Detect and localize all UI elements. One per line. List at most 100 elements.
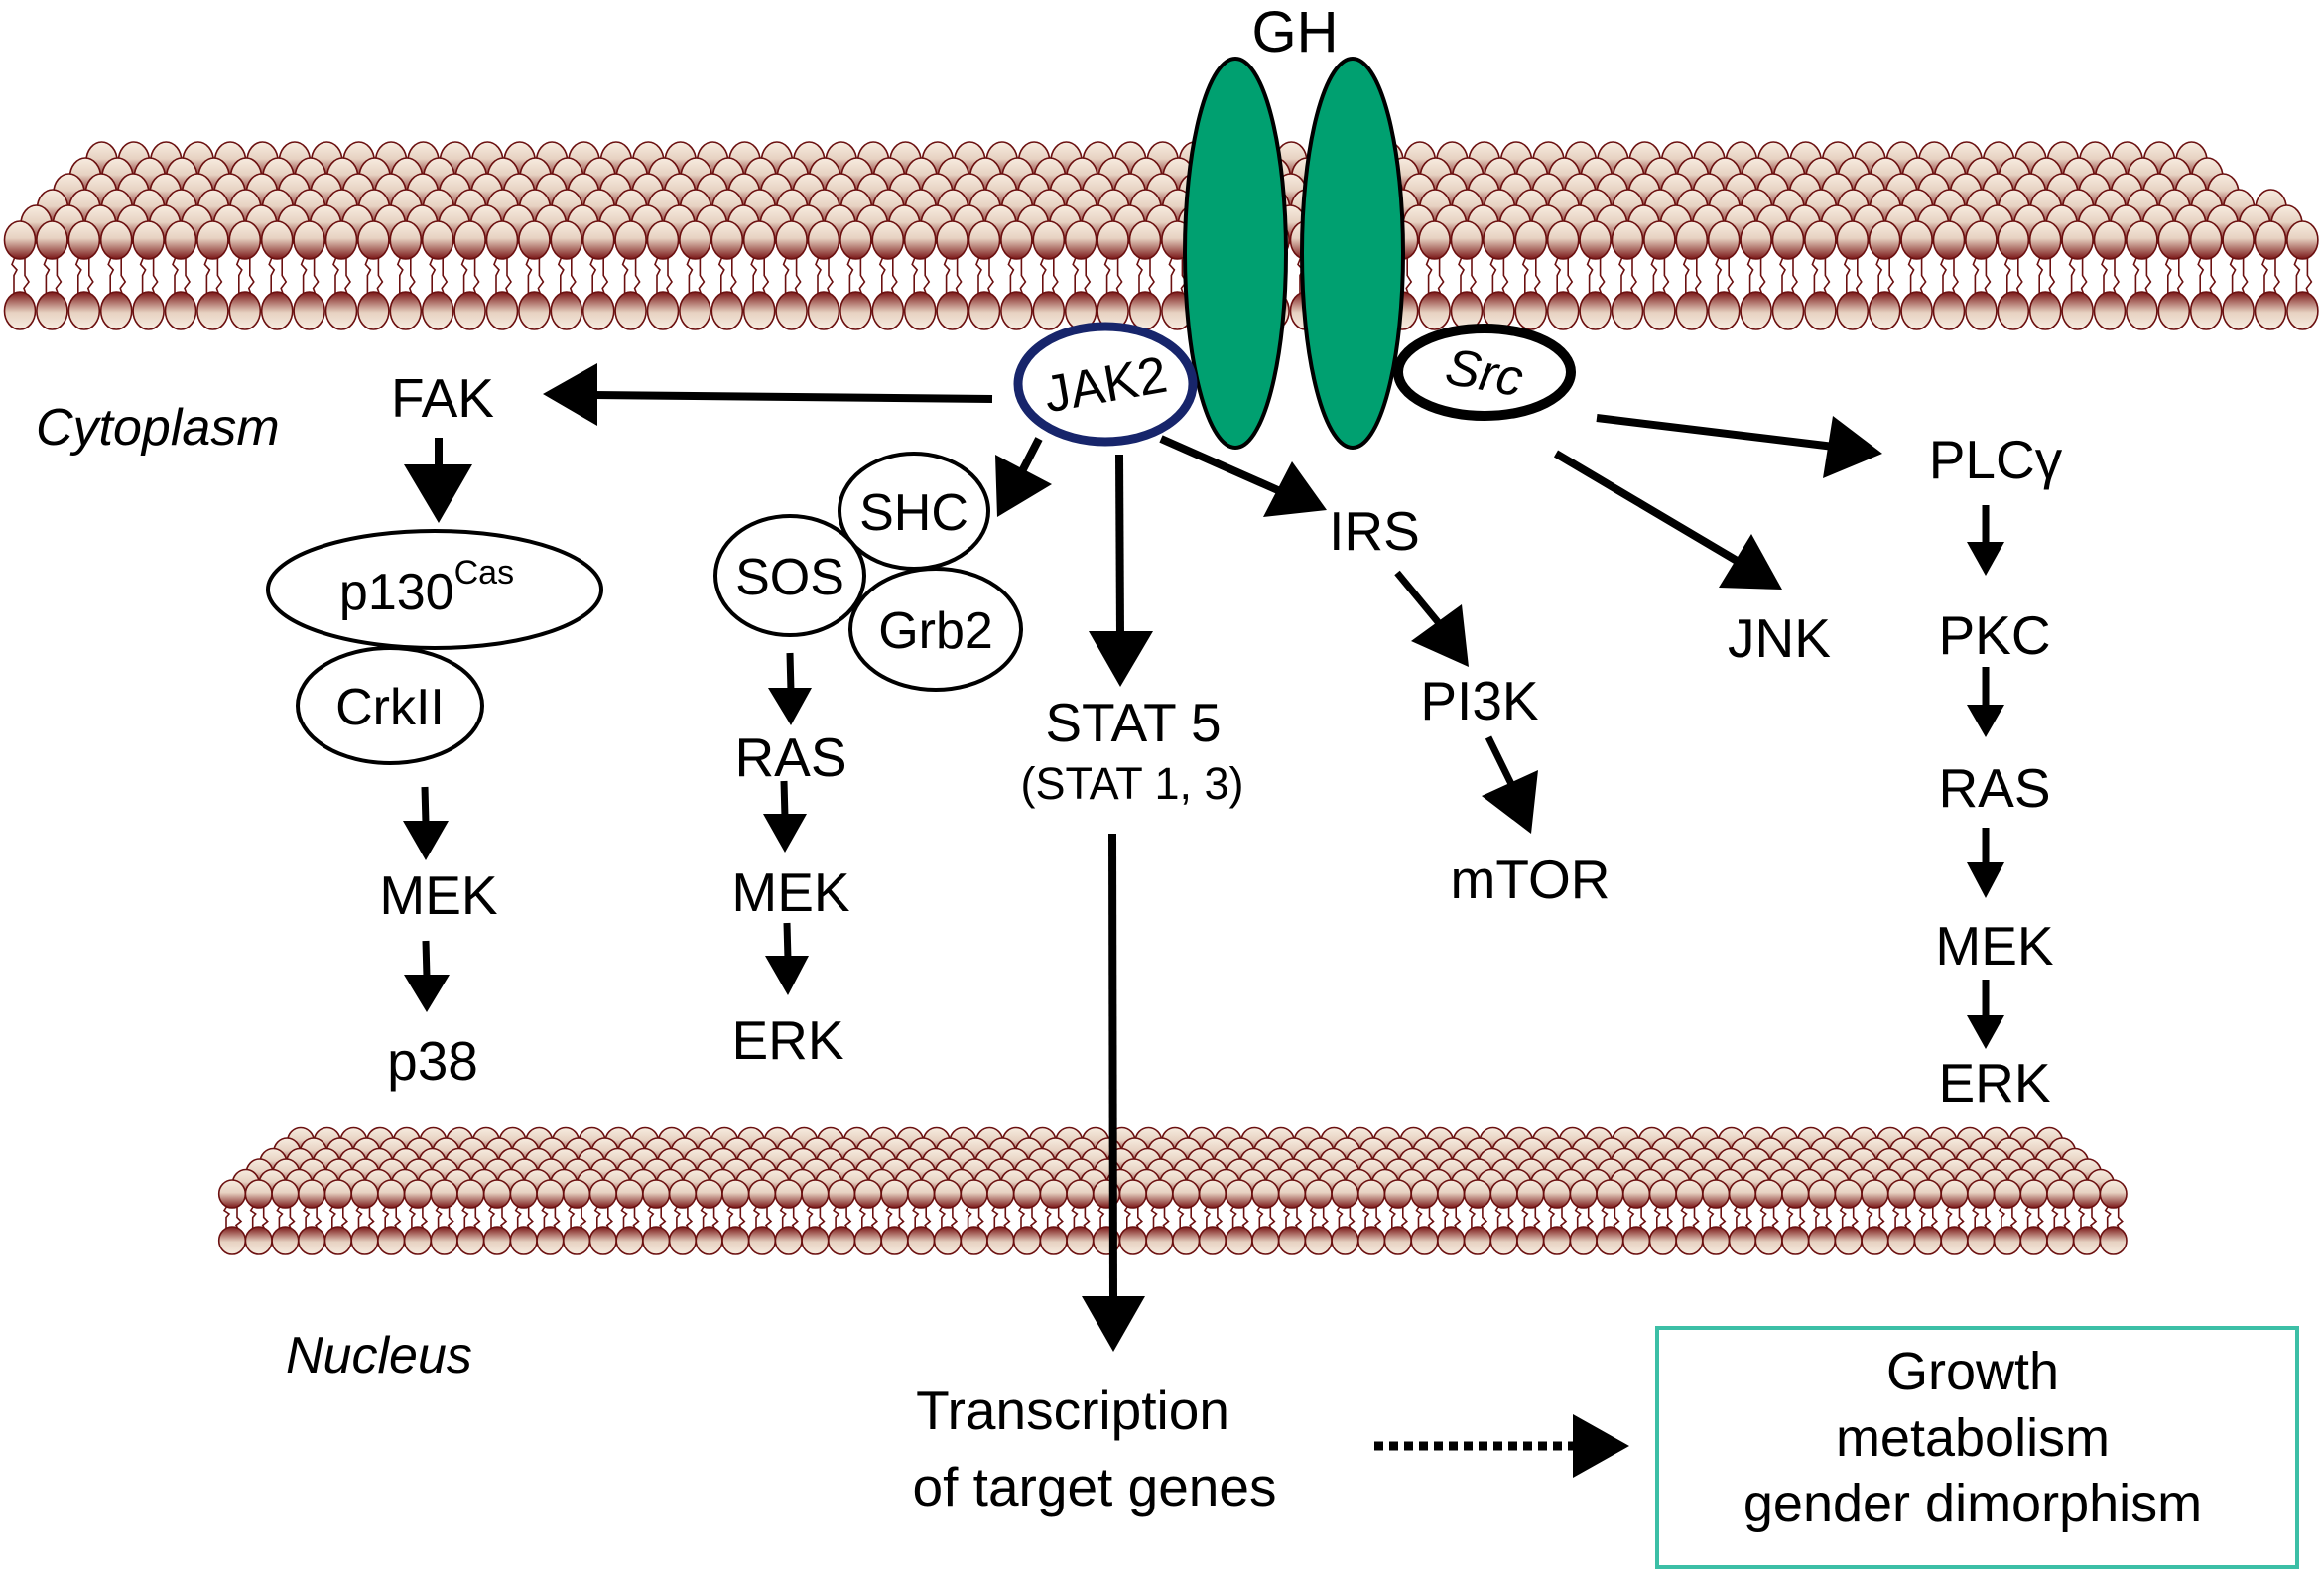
lipid-tail [686,256,694,294]
lipid-head [1012,1226,1042,1255]
lipid-tail [911,256,919,294]
lipid-tail [1786,1205,1794,1229]
lipid-tail [1177,1205,1185,1229]
lipid-head [456,1179,485,1209]
lipid-tail [2116,1206,2124,1230]
lipid-head [986,1226,1015,1255]
lipid-tail [119,257,127,295]
arrow-mek-to-erk [765,922,809,995]
lipid-tail [1559,1206,1568,1230]
lipid-tail [139,256,147,294]
cas-superscript: Cas [454,554,514,591]
src-erk-label: ERK [1938,1052,2050,1114]
lipid-head [485,220,519,260]
lipid-tail [203,256,211,294]
lipid-tail [1072,256,1080,294]
p130cas-ellipse [266,529,603,650]
lipid-tail [815,256,822,294]
lipid-head [2072,1179,2102,1209]
pkc-label: PKC [1938,604,2050,666]
arrow-head [1089,631,1153,687]
lipid-tail [447,1206,454,1230]
lipid-tail [729,257,737,295]
lipid-tail [1759,1205,1767,1229]
lipid-head [562,1179,591,1209]
lipid-tail [568,1205,576,1229]
lipid-head [721,1179,750,1209]
lipid-head [960,1179,988,1209]
src-node: Src [1393,324,1576,421]
lipid-tail [726,1205,734,1229]
lipid-tail [396,256,404,294]
lipid-tail [1940,256,1947,294]
lipid-head [1579,220,1612,260]
lipid-head [1621,1179,1651,1209]
lipid-head [509,1179,538,1209]
lipid-tail [1855,257,1863,295]
lipid-head [1781,1226,1810,1255]
lipid-tail [1468,1205,1477,1229]
src-ras-label: RAS [1938,757,2050,819]
lipid-head [807,291,840,330]
lipid-head [1648,1226,1677,1255]
lipid-tail [1017,1205,1026,1229]
lipid-tail [2113,257,2120,295]
lipid-tail [55,257,63,295]
lipid-tail [1533,1206,1541,1230]
lipid-head [1965,220,1998,260]
lipid-head [1993,1179,2021,1209]
lipid-tail [1136,256,1143,294]
lipid-head [1546,291,1580,330]
lipid-head [1039,1179,1068,1209]
lipid-head [1675,1226,1704,1255]
arrow-fak-to-p130cas [404,438,472,523]
lipid-head [403,1226,433,1255]
lipid-head [453,291,486,330]
fak-label: FAK [391,367,494,429]
lipid-head [350,1226,379,1255]
lipid-tail [912,1205,920,1229]
lipid-head [614,220,647,260]
lipid-head [324,291,358,330]
lipid-head [228,291,262,330]
irs-label: IRS [1329,500,1420,562]
lipid-tail [1282,1205,1291,1229]
arrow-head [763,814,807,853]
lipid-tail [1586,256,1594,294]
sos-label: SOS [735,549,844,606]
lipid-head [1596,1179,1624,1209]
lipid-tail [1892,1205,1900,1229]
lipid-tail [1162,1206,1170,1230]
crkii-label: CrkII [335,679,445,736]
lipid-tail [764,1206,773,1230]
jnk-label: JNK [1728,607,1831,669]
lipid-head [536,1179,565,1209]
lipid-tail [268,256,276,294]
lipid-head [1728,1179,1756,1209]
arrow-head [1573,1414,1629,1478]
lipid-head [581,220,615,260]
arrow-shaft [1553,450,1742,566]
arrow-head [404,975,450,1012]
lipid-tail [2009,1206,2018,1230]
lipid-tail [685,1206,694,1230]
shc-ras-label: RAS [734,726,846,788]
lipid-head [36,220,68,260]
lipid-tail [717,256,725,294]
gh-receptor-dimer [1183,57,1405,450]
lipid-tail [312,257,320,295]
lipid-head [801,1179,830,1209]
lipid-head [747,1179,777,1209]
arrow-shaft [1159,435,1282,495]
arrow-head [1411,604,1469,667]
arrow-head [1967,1015,2004,1049]
lipid-tail [1779,256,1786,294]
lipid-tail [344,257,351,295]
arrow-stat5-to-transcription [1082,833,1145,1352]
lipid-head [518,220,551,260]
lipid-head [1967,1226,1996,1255]
lipid-tail [750,256,758,294]
arrow-src-mek-to-erk [1967,980,2004,1049]
lipid-tail [890,257,898,295]
lipid-head [2061,220,2094,260]
